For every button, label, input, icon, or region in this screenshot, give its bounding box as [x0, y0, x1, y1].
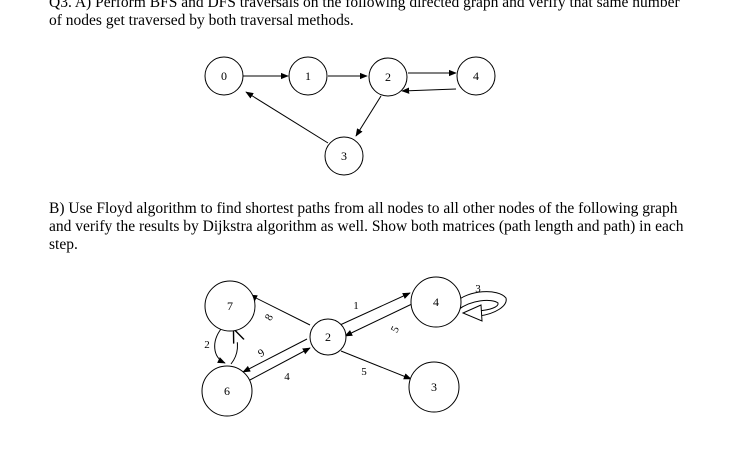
graph-b-edge-4-4-weight: 3	[475, 283, 481, 295]
graph-b-node-2-label: 2	[325, 330, 331, 344]
graph-b-edge-2-3-weight: 5	[361, 366, 367, 378]
graph-a-node-0: 0	[204, 56, 244, 96]
question-a-text: Q3. A) Perform BFS and DFS traversals on…	[49, 0, 719, 30]
graph-b-edge-2-6	[242, 338, 308, 373]
graph-b-edge-4-4-inner	[457, 299, 499, 312]
graph-b-node-6: 6	[201, 365, 253, 417]
graph-a-node-1: 1	[288, 56, 328, 96]
graph-a-node-3-label: 3	[341, 149, 347, 163]
graph-b-edge-2-3	[340, 350, 412, 380]
graph-b-edge-2-6-weight: 9	[256, 347, 267, 360]
graph-b-node-3-label: 3	[431, 380, 437, 394]
graph-b-edge-6-7	[230, 330, 237, 365]
graph-a-node-0-label: 0	[221, 69, 227, 83]
question-a-line-1: Q3. A) Perform BFS and DFS traversals on…	[49, 0, 680, 11]
graph-b-edge-6-2	[247, 347, 311, 382]
graph-b-node-3: 3	[408, 361, 460, 413]
question-b-line-1: B) Use Floyd algorithm to find shortest …	[49, 200, 678, 217]
graph-b-edge-2-7	[249, 294, 311, 326]
graph-b-node-4-label: 4	[433, 295, 439, 309]
graph-a-edge-3-0	[245, 91, 329, 144]
question-b-text: B) Use Floyd algorithm to find shortest …	[49, 200, 719, 254]
graph-a-edge-2-3	[355, 95, 382, 137]
graph-b-node-6-label: 6	[224, 384, 230, 398]
graph-b-node-7: 7	[204, 280, 256, 332]
graph-a-node-2-label: 2	[385, 70, 391, 84]
graph-a: 0 1 2 4 3	[204, 56, 496, 176]
graph-b-node-7-label: 7	[227, 299, 233, 313]
graph-b-edge-2-4-weight: 1	[353, 300, 359, 312]
graph-a-edge-4-2	[401, 87, 457, 94]
graph-a-node-3: 3	[324, 136, 364, 176]
graph-b-edge-2-4	[339, 292, 411, 326]
graph-b-edge-4-2-weight: 5	[389, 324, 402, 335]
graph-b-edge-7-6-weight: 2	[204, 339, 210, 351]
graph-a-node-1-label: 1	[305, 69, 311, 83]
question-a-line-2: of nodes get traversed by both traversal…	[49, 12, 354, 29]
question-b-line-2: and verify the results by Dijkstra algor…	[49, 218, 684, 235]
graph-b: 8 2 9 4 1 5 5 3 7 2	[201, 276, 507, 417]
graph-b-node-4: 4	[410, 276, 462, 328]
graph-b-edge-4-4-head	[461, 304, 483, 322]
graph-b-edge-4-4	[455, 291, 507, 317]
graph-a-node-4: 4	[456, 56, 496, 96]
graph-a-node-4-label: 4	[473, 69, 479, 83]
graph-b-edge-2-7-weight: 8	[263, 312, 276, 323]
graph-b-edge-4-2	[344, 302, 415, 337]
graph-b-edge-6-2-weight: 4	[284, 371, 290, 383]
graph-b-node-2: 2	[309, 318, 347, 356]
graph-b-edge-7-6	[214, 328, 226, 364]
question-b-line-3: step.	[49, 236, 78, 253]
graph-a-node-2: 2	[368, 57, 408, 97]
